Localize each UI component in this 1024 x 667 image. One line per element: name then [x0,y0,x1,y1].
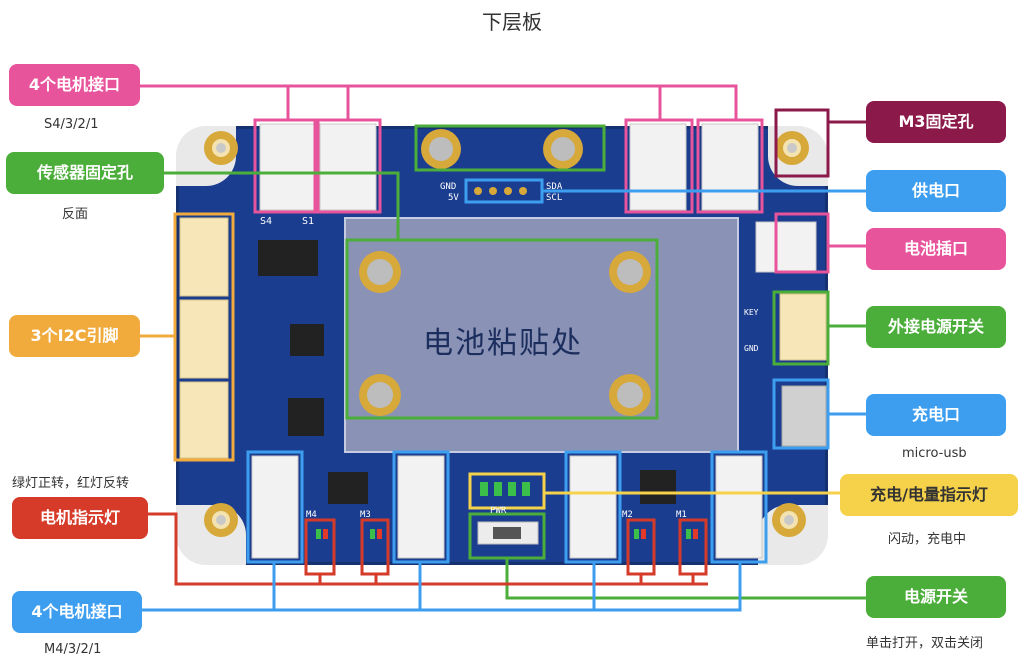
silk-pwr: PWR [490,506,507,516]
label-sensor-hole: 传感器固定孔 [6,152,164,194]
silk-m3: M3 [360,510,371,520]
sub-charge-port: micro-usb [902,446,967,461]
label-charge-port: 充电口 [866,394,1006,436]
label-motor-bottom: 4个电机接口 [12,591,142,633]
silk-sda: SDA [546,182,563,192]
corner-top-right [768,126,828,186]
silk-m2: M2 [622,510,633,520]
corner-top-left [176,126,236,186]
label-battery-socket: 电池插口 [866,228,1006,270]
label-motor-led: 电机指示灯 [12,497,148,539]
battery-area-label: 电池粘贴处 [423,326,583,361]
sub-motor-bottom: M4/3/2/1 [44,642,102,657]
label-i2c: 3个I2C引脚 [9,315,140,357]
silk-gnd2: GND [744,344,759,353]
label-m3-hole: M3固定孔 [866,101,1006,143]
silk-s1: S1 [302,216,315,227]
note-motor-led: 绿灯正转，红灯反转 [12,476,130,491]
sub-motor-top: S4/3/2/1 [44,117,99,132]
sub-charge-indicator: 闪动，充电中 [888,532,967,547]
label-motor-top: 4个电机接口 [9,64,140,106]
label-power-switch: 电源开关 [866,576,1006,618]
label-ext-power-switch: 外接电源开关 [866,306,1006,348]
silk-scl: SCL [546,193,563,203]
silk-s4: S4 [260,216,273,227]
page-title: 下层板 [482,10,542,34]
corner-bottom-right [758,505,828,565]
silk-key: KEY [744,308,759,317]
silk-gnd: GND [440,182,457,192]
silk-5v: 5V [448,193,459,203]
silk-m1: M1 [676,510,687,520]
sub-sensor-hole: 反面 [62,207,89,222]
corner-bottom-left [176,505,246,565]
silk-m4: M4 [306,510,317,520]
label-charge-indicator: 充电/电量指示灯 [840,474,1018,516]
sub-power-switch: 单击打开，双击关闭 [866,636,984,651]
label-power-port: 供电口 [866,170,1006,212]
